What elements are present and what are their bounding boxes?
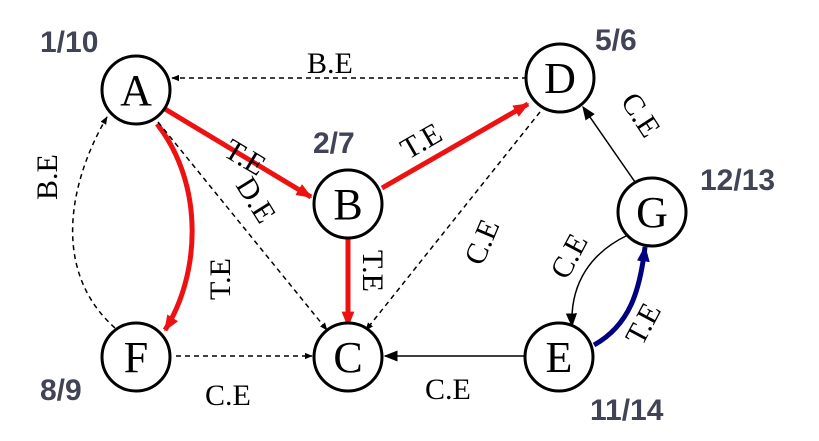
node-b: B bbox=[312, 168, 384, 240]
edge-e-g bbox=[592, 245, 650, 348]
edge-g-d bbox=[582, 105, 636, 183]
node-e-time: 11/14 bbox=[590, 394, 664, 427]
edge-f-a-label: B.E bbox=[31, 154, 64, 200]
node-a-time: 1/10 bbox=[40, 26, 98, 59]
edge-b-c-label: T.E bbox=[356, 250, 389, 292]
edge-e-g-label: T.E bbox=[619, 298, 668, 351]
edge-d-c-label: C.E bbox=[458, 215, 506, 270]
edge-a-b bbox=[163, 106, 313, 200]
edge-g-e-label: C.E bbox=[544, 228, 595, 284]
node-b-time: 2/7 bbox=[313, 127, 355, 160]
node-c: C bbox=[312, 321, 384, 393]
node-g-time: 12/13 bbox=[700, 164, 775, 197]
node-e: E bbox=[523, 321, 595, 393]
edge-d-a-label: B.E bbox=[307, 47, 353, 80]
node-g-label: G bbox=[636, 188, 668, 237]
node-a: A bbox=[100, 54, 172, 126]
edge-f-a bbox=[72, 116, 116, 329]
edge-f-c-label: C.E bbox=[205, 379, 251, 412]
edge-a-f bbox=[155, 122, 195, 332]
edge-a-f-label: T.E bbox=[204, 258, 237, 300]
edge-d-c bbox=[365, 111, 541, 331]
node-c-label: C bbox=[333, 333, 362, 382]
node-g: G bbox=[616, 176, 688, 248]
node-a-label: A bbox=[120, 66, 152, 115]
edge-b-d bbox=[380, 101, 530, 191]
edge-a-b-label: T.E bbox=[218, 133, 271, 183]
node-f: F bbox=[100, 321, 172, 393]
node-b-label: B bbox=[333, 180, 362, 229]
node-f-label: F bbox=[124, 333, 148, 382]
node-d-time: 5/6 bbox=[595, 24, 637, 57]
node-e-label: E bbox=[546, 333, 573, 382]
edge-b-d-label: T.E bbox=[395, 117, 448, 167]
node-d-label: D bbox=[544, 54, 576, 103]
edge-g-d-label: C.E bbox=[614, 87, 667, 143]
node-d: D bbox=[524, 42, 596, 114]
edge-e-c-label: C.E bbox=[425, 373, 471, 406]
node-f-time: 8/9 bbox=[40, 374, 82, 407]
edge-g-e bbox=[565, 234, 629, 328]
